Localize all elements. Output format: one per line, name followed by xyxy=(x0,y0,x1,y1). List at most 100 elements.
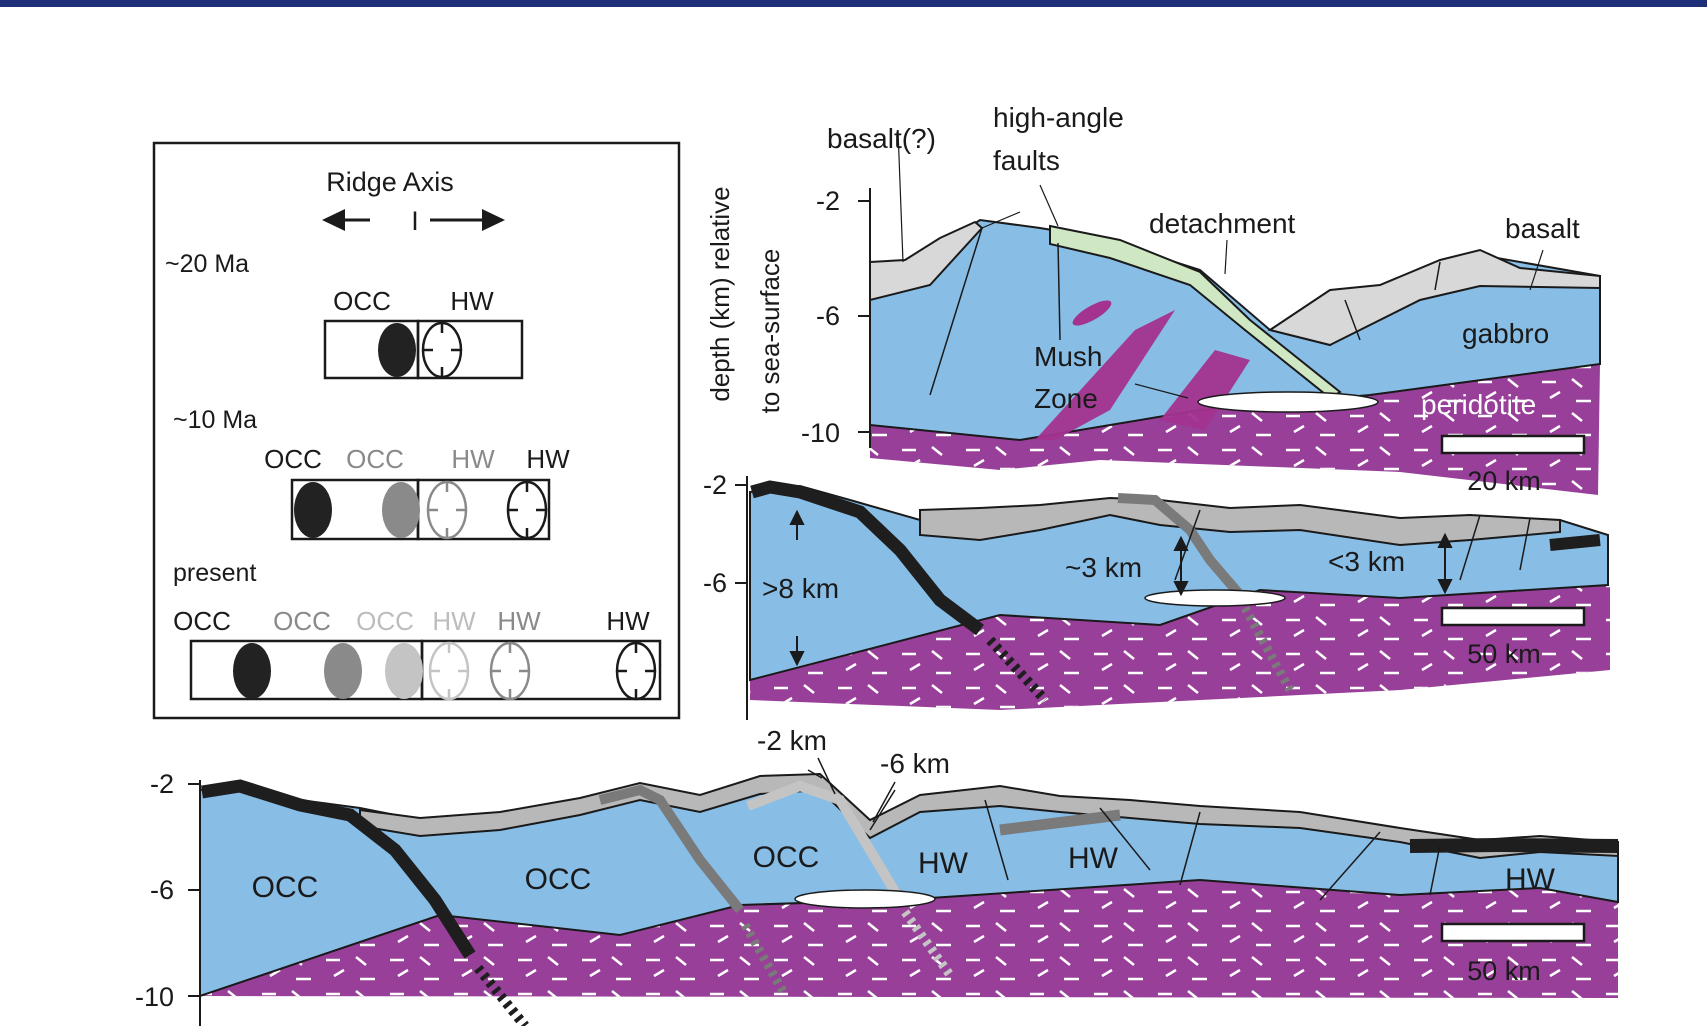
legend-label-hw-3: HW xyxy=(606,606,650,636)
label-mush: Mush xyxy=(1034,341,1102,372)
fault-gray-east xyxy=(999,809,1121,836)
axis-title: to sea-surface xyxy=(755,249,785,414)
depth-label: -2 km xyxy=(757,725,827,756)
occ-symbol-black xyxy=(294,482,332,538)
depth-tick-label: -2 xyxy=(703,470,727,500)
melt-lens xyxy=(1144,589,1286,607)
mush-zone-band xyxy=(1160,350,1250,430)
fault-black-dashed xyxy=(474,964,529,1026)
fault-lines xyxy=(897,129,1544,399)
legend-age-present: present xyxy=(173,559,256,587)
label-basalt: basalt xyxy=(1505,213,1580,244)
hw-symbol-black xyxy=(506,480,548,540)
unit-label-hw: HW xyxy=(1505,863,1556,896)
unit-label-hw: HW xyxy=(918,847,969,880)
fault-gray-dashed xyxy=(1241,605,1294,693)
unit-label-occ: OCC xyxy=(753,841,820,874)
legend-box-20ma-right xyxy=(416,319,524,380)
depth-tick-label: -10 xyxy=(801,418,840,448)
thickness-label: <3 km xyxy=(1328,546,1405,577)
depth-tick-label: -6 xyxy=(816,301,840,331)
legend-age-10ma: ~10 Ma xyxy=(173,406,257,434)
ridge-axis-arrow xyxy=(322,209,505,231)
scale-bar xyxy=(1440,434,1586,455)
legend-label-hw-1: HW xyxy=(432,606,476,636)
legend-panel: Ridge Axis I ~20 Ma OCC HW ~10 Ma OCC OC… xyxy=(152,141,681,720)
legend-label-occ-1: OCC xyxy=(173,606,231,636)
scale-label: 20 km xyxy=(1467,466,1541,496)
fault-gray xyxy=(1117,493,1244,599)
basalt-layer xyxy=(359,772,1619,860)
legend-title: Ridge Axis xyxy=(326,167,454,197)
hw-symbol-light-gray xyxy=(428,641,470,701)
fault-light-gray xyxy=(746,780,905,903)
axis-title: depth (km) relative xyxy=(705,186,735,401)
scale-label: 50 km xyxy=(1467,639,1541,669)
hw-symbol-black xyxy=(421,321,463,379)
fault-black xyxy=(200,779,476,959)
cross-section-bottom: -2 -6 -10 -2 km -6 km OCC OCC OCC HW HW … xyxy=(135,725,1619,1026)
unit-label-occ: OCC xyxy=(252,871,319,904)
legend-label-occ-2: OCC xyxy=(273,606,331,636)
legend-label-hw: HW xyxy=(450,286,494,316)
depth-axis-top xyxy=(858,188,871,448)
scale-bar xyxy=(1440,606,1586,627)
melt-lens xyxy=(1197,391,1379,413)
label-high-angle: high-angle xyxy=(993,102,1124,133)
fault-gray xyxy=(598,784,744,914)
melt-lens xyxy=(794,889,936,909)
legend-age-20ma: ~20 Ma xyxy=(165,250,249,278)
legend-label-hw-2: HW xyxy=(526,444,570,474)
peridotite-dash-fill xyxy=(870,364,1600,495)
depth-axis-middle xyxy=(735,476,748,720)
occ-symbol-black xyxy=(233,643,271,699)
legend-label-occ: OCC xyxy=(333,286,391,316)
label-detachment: detachment xyxy=(1149,208,1296,239)
depth-tick-label: -6 xyxy=(703,568,727,598)
label-faults: faults xyxy=(993,145,1060,176)
depth-leader xyxy=(817,757,836,795)
fault-black xyxy=(750,480,984,636)
depth-tick-label: -2 xyxy=(816,186,840,216)
fault-lines xyxy=(807,769,1441,901)
peridotite-dash-fill xyxy=(200,880,1618,998)
unit-label-occ: OCC xyxy=(525,863,592,896)
scale-bar xyxy=(1440,922,1586,943)
hw-symbol-gray xyxy=(489,641,531,701)
occ-symbol-gray xyxy=(324,643,362,699)
depth-tick-label: -2 xyxy=(150,769,174,799)
cross-section-top: depth (km) relative to sea-surface -2 -6… xyxy=(705,102,1601,496)
header-rule xyxy=(0,0,1707,7)
occ-symbol-light-gray xyxy=(385,643,423,699)
basalt-layer xyxy=(869,220,984,302)
fault-light-gray-dashed xyxy=(901,909,954,978)
depth-tick-label: -6 xyxy=(150,875,174,905)
unit-label-hw: HW xyxy=(1068,842,1119,875)
occ-symbol-black xyxy=(378,323,416,377)
fault-lines xyxy=(1174,509,1531,581)
legend-label-hw-2: HW xyxy=(497,606,541,636)
mush-lens xyxy=(1072,300,1112,326)
legend-label-hw-1: HW xyxy=(451,444,495,474)
hw-symbol-gray xyxy=(426,480,468,540)
ridge-axis-marker: I xyxy=(411,206,419,236)
label-gabbro: gabbro xyxy=(1462,318,1549,349)
thickness-label: ~3 km xyxy=(1065,552,1142,583)
scale-label: 50 km xyxy=(1467,956,1541,986)
depth-leader xyxy=(872,781,896,823)
occ-symbol-gray xyxy=(382,482,420,538)
fault-black-east xyxy=(1549,534,1601,551)
legend-label-occ-1: OCC xyxy=(264,444,322,474)
depth-axis-bottom xyxy=(188,780,201,1026)
thickness-label: >8 km xyxy=(762,573,839,604)
depth-tick-label: -10 xyxy=(135,982,174,1012)
fault-black-east xyxy=(1409,837,1619,853)
label-peridotite: peridotite xyxy=(1421,389,1536,420)
legend-label-occ-2: OCC xyxy=(346,444,404,474)
hw-symbol-black xyxy=(615,641,657,701)
legend-frame xyxy=(152,141,681,720)
label-zone: Zone xyxy=(1034,383,1098,414)
thickness-arrows xyxy=(789,509,1453,667)
depth-label: -6 km xyxy=(880,748,950,779)
